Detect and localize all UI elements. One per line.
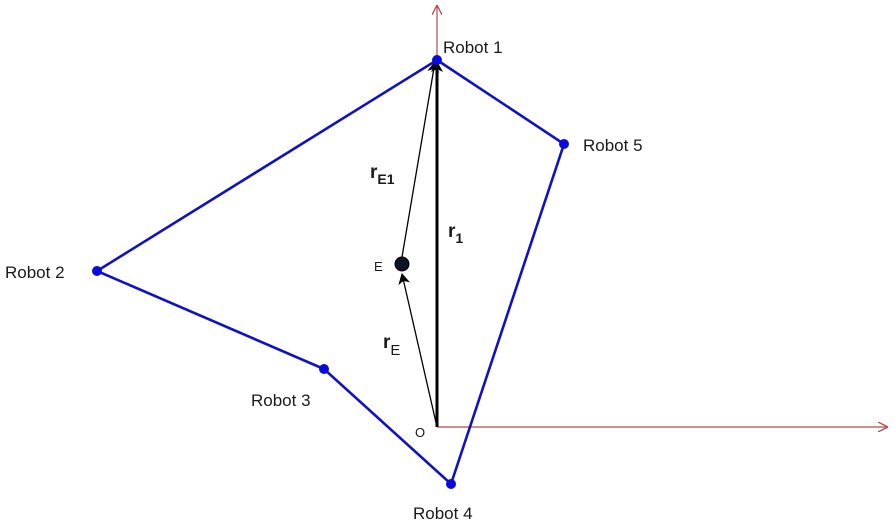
point-e-label: E — [374, 259, 383, 274]
robot-5-marker — [559, 139, 569, 149]
robot-3-label: Robot 3 — [251, 391, 311, 410]
vector-rE-label: rE — [383, 332, 400, 359]
point-e-marker — [394, 256, 410, 272]
robot-4-label: Robot 4 — [413, 504, 473, 523]
robot-1-marker — [432, 55, 442, 65]
robot-3-marker — [319, 364, 329, 374]
vector-r1-label: r1 — [448, 221, 463, 246]
vector-rE — [398, 273, 438, 428]
vector-rE1-label: rE1 — [370, 162, 395, 187]
robot-2-label: Robot 2 — [5, 263, 65, 282]
robot-5-label: Robot 5 — [583, 136, 643, 155]
vector-rE1 — [401, 61, 440, 258]
robot-1-label: Robot 1 — [443, 38, 503, 57]
origin-label: O — [415, 425, 425, 440]
robot-4-marker — [446, 479, 456, 489]
robot-2-marker — [92, 266, 102, 276]
formation-polygon — [94, 58, 566, 487]
